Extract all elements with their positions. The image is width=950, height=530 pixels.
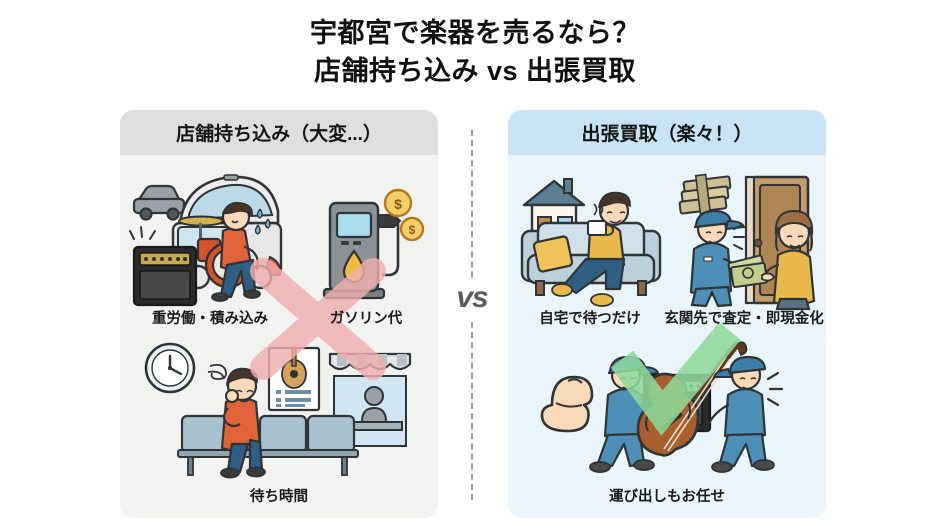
guitar-amp-icon	[132, 245, 198, 307]
small-car-icon	[132, 184, 186, 221]
staff-back-icon	[704, 355, 775, 473]
loading-instruments-into-car-illustration	[128, 161, 288, 309]
emphasis-lines-icon	[733, 224, 745, 250]
money-coins-icon: $ $	[383, 188, 425, 242]
panel-header-label-home-pickup: 出張買取（楽々！）	[581, 124, 753, 145]
vs-label: vs	[456, 281, 488, 314]
page-title-line-2: 店舗持ち込み vs 出張買取	[313, 56, 637, 87]
page-title-line-1: 宇都宮で楽器を売るなら？	[310, 18, 640, 48]
wall-clock-icon	[144, 342, 196, 394]
caption-waiting-time: 待ち時間	[250, 489, 308, 505]
effort-marks-icon	[766, 371, 784, 407]
panel-header-label-store-dropoff: 店舗持ち込み（大変...）	[176, 124, 382, 145]
cash-stack-icon	[678, 173, 732, 215]
panel-header-home-pickup: 出張買取（楽々！）	[508, 110, 826, 155]
customer-woman-icon	[761, 209, 816, 311]
staff-carrying-double-bass-illustration	[512, 339, 812, 479]
vs-badge: vs	[449, 278, 495, 318]
page-title: 宇都宮で楽器を売るなら？ 店舗持ち込み vs 出張買取	[0, 14, 950, 91]
caption-carry-out-service: 運び出しもお任せ	[609, 489, 725, 505]
coffee-cup-icon	[587, 203, 615, 236]
waiting-room-bench-illustration	[134, 340, 426, 480]
cash-handover-at-door-illustration	[668, 163, 826, 311]
bench-icon	[177, 414, 359, 476]
panel-body-home-pickup: 自宅で待つだけ 玄関先で査定・即現金化	[508, 155, 826, 518]
comparison-panel-store-dropoff: 店舗持ち込み（大変...）	[120, 110, 438, 518]
svg-text:$: $	[409, 223, 416, 237]
gas-pump-with-coins-illustration: $ $	[308, 181, 426, 303]
strong-arm-icon	[540, 375, 594, 433]
relaxing-on-sofa-at-home-illustration	[512, 163, 670, 309]
person-loading-icon	[211, 201, 261, 302]
sigh-swirl-icon	[207, 363, 227, 380]
staff-member-icon	[689, 209, 746, 308]
panel-body-store-dropoff: $ $ 重労働・積み込み ガソリン代	[120, 155, 438, 518]
sweat-drops-icon	[254, 208, 271, 235]
relaxed-person-icon	[551, 191, 631, 307]
effort-lines-icon	[129, 226, 156, 240]
guitar-poster-icon	[267, 346, 321, 412]
svg-text:$: $	[394, 196, 402, 212]
caption-gas-cost: ガソリン代	[329, 311, 403, 327]
caption-just-wait-at-home: 自宅で待つだけ	[539, 311, 641, 327]
comparison-panel-home-pickup: 出張買取（楽々！）	[508, 110, 826, 518]
caption-doorstep-appraisal: 玄関先で査定・即現金化	[664, 311, 824, 327]
caption-heavy-labor: 重労働・積み込み	[152, 311, 268, 327]
bored-person-icon	[220, 367, 266, 479]
gas-pump-icon	[322, 201, 402, 300]
panel-header-store-dropoff: 店舗持ち込み（大変...）	[120, 110, 438, 155]
banknotes-icon	[727, 254, 768, 289]
